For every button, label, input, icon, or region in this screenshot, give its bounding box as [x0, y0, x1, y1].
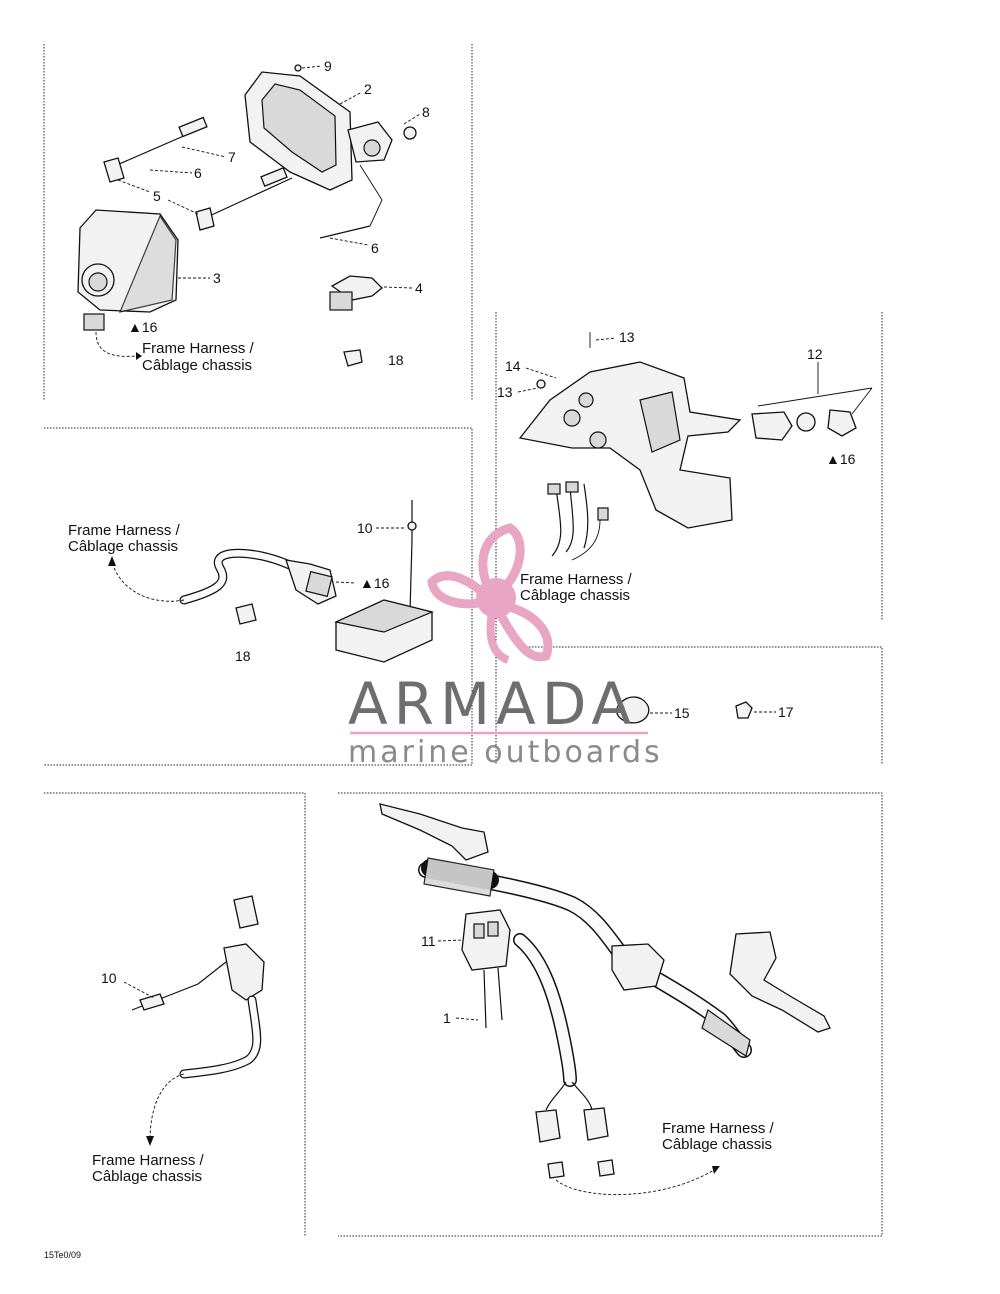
callout-5: 5	[153, 188, 161, 204]
harness-label-4-fr: Câblage chassis	[92, 1168, 202, 1185]
harness-label-2-en: Frame Harness /	[68, 522, 181, 539]
clip-5b	[195, 207, 215, 231]
switch-connector-a	[535, 1109, 561, 1143]
harness-label-3-en: Frame Harness /	[520, 571, 633, 588]
headlight-bracket	[518, 361, 742, 529]
grommet-panel: 15 17	[616, 696, 794, 724]
callout-10b: 10	[101, 970, 117, 986]
sensor-harness-panel: 10 ▲16 18 Frame Harness / Câblage chassi…	[68, 500, 434, 664]
watermark-brand: ARMADA	[348, 670, 637, 738]
callout-13b: 13	[497, 384, 513, 400]
left-lever	[379, 803, 489, 861]
sensor-lead-panel: 10 Frame Harness / Câblage chassis	[92, 895, 265, 1185]
callout-6a: 6	[194, 165, 202, 181]
callout-4: 4	[415, 280, 423, 296]
sensor-bracket	[223, 943, 265, 1001]
callout-10a: 10	[357, 520, 373, 536]
headlight-lens	[261, 83, 337, 173]
throttle-housing	[611, 943, 665, 991]
panel-frames	[43, 44, 883, 1237]
callout-7: 7	[228, 149, 236, 165]
callout-16a: ▲16	[128, 319, 158, 335]
connector	[83, 313, 105, 331]
clip-18b	[235, 603, 257, 625]
armada-watermark: ARMADA marine outboards	[348, 523, 663, 770]
harness-label-1-fr: Câblage chassis	[142, 357, 252, 374]
bracket-panel: 13 14 13 12 ▲16 Frame Harness / Câblage …	[497, 329, 873, 604]
callout-16c: ▲16	[826, 451, 856, 467]
plug	[735, 701, 753, 719]
propeller-logo-icon	[427, 523, 553, 664]
grommet	[616, 696, 650, 724]
callout-2: 2	[364, 81, 372, 97]
handlebar-switch	[461, 909, 511, 971]
callout-6b: 6	[371, 240, 379, 256]
harness-label-5-en: Frame Harness /	[662, 1120, 775, 1137]
callout-17: 17	[778, 704, 794, 720]
callout-14: 14	[505, 358, 521, 374]
drawing-code: 15Te0/09	[44, 1250, 81, 1260]
callout-12: 12	[807, 346, 823, 362]
callout-13a: 13	[619, 329, 635, 345]
callout-11: 11	[421, 933, 436, 949]
handlebar-panel: 11 1 Frame Harness / Câblage chassis	[379, 803, 831, 1195]
connector-top	[233, 895, 259, 929]
harness-label-2-fr: Câblage chassis	[68, 538, 178, 555]
watermark-tagline: marine outboards	[348, 735, 663, 770]
callout-16b: ▲16	[360, 575, 390, 591]
harness-label-1-en: Frame Harness /	[142, 340, 255, 357]
callout-18a: 18	[388, 352, 404, 368]
callout-3: 3	[213, 270, 221, 286]
callout-1: 1	[443, 1010, 451, 1026]
callout-8: 8	[422, 104, 430, 120]
headlight-panel: 9 2 8 7 6 5 6 3 4 ▲16 18 Frame Harness /…	[77, 58, 430, 374]
callout-9: 9	[324, 58, 332, 74]
clip-18	[343, 349, 363, 367]
harness-label-5-fr: Câblage chassis	[662, 1136, 772, 1153]
harness-label-3-fr: Câblage chassis	[520, 587, 630, 604]
right-lever	[729, 931, 831, 1033]
callout-18b: 18	[235, 648, 251, 664]
clip-5a	[103, 157, 125, 183]
lamp-socket	[751, 411, 793, 441]
callout-15: 15	[674, 705, 690, 721]
switch-connector-b	[583, 1107, 609, 1141]
harness-label-4-en: Frame Harness /	[92, 1152, 205, 1169]
